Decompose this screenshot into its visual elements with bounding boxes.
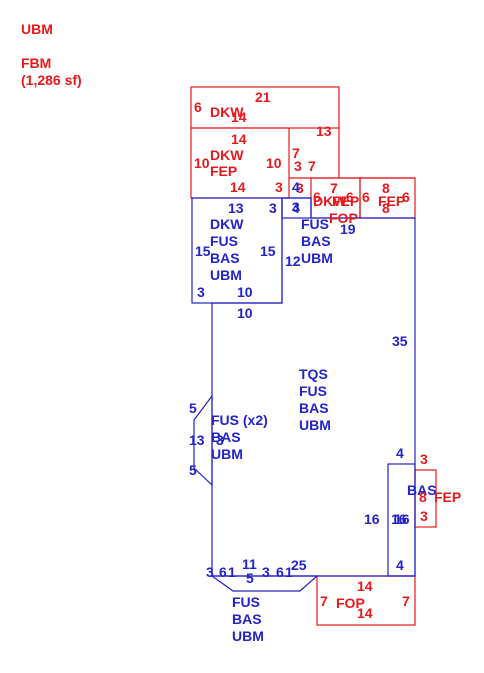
- dim-label: 3: [275, 179, 283, 195]
- dim-label: 14: [231, 109, 247, 125]
- label-bay-3: UBM: [211, 446, 243, 462]
- dim-label: 10: [266, 155, 282, 171]
- label-bas-right: BAS: [407, 482, 437, 498]
- dim-label: 12: [285, 253, 301, 269]
- area-bottom-bay: [210, 575, 319, 592]
- label-bottom-1: FUS: [232, 594, 260, 610]
- label-dkw-small: DKW: [313, 193, 347, 209]
- legend-fbm: FBM: [21, 55, 51, 71]
- dim-label: 3: [269, 200, 277, 216]
- label-dkw-top: DKW: [210, 104, 244, 120]
- dim-label: 5: [189, 400, 197, 416]
- dim-label: 3: [292, 199, 300, 215]
- dim-label: 16: [391, 511, 407, 527]
- dim-label: 14: [357, 605, 373, 621]
- label-fop-bottom: FOP: [336, 595, 365, 611]
- dim-label: 7: [402, 593, 410, 609]
- dim-label: 14: [230, 179, 246, 195]
- label-dkw-fus-3: BAS: [210, 250, 240, 266]
- label-top-fus-2: BAS: [301, 233, 331, 249]
- label-fep-right: FEP: [378, 193, 405, 209]
- label-fep-side: FEP: [434, 489, 461, 505]
- dim-label: 10: [237, 305, 253, 321]
- label-main-4: UBM: [299, 417, 331, 433]
- dim-label: 8: [382, 200, 390, 216]
- dim-label: 7: [308, 158, 316, 174]
- dim-label: 4: [292, 179, 300, 195]
- dim-label: 4: [396, 557, 404, 573]
- dim-label: 13: [316, 123, 332, 139]
- dim-label: 13: [228, 200, 244, 216]
- dim-label: 3: [420, 451, 428, 467]
- dim-label: 13: [189, 432, 205, 448]
- label-bay-2: BAS: [211, 429, 241, 445]
- label-bottom-2: BAS: [232, 611, 262, 627]
- dim-label: 14: [231, 131, 247, 147]
- dim-label: 14: [357, 578, 373, 594]
- label-dkw-fep-1: DKW: [210, 147, 244, 163]
- dim-label: 1: [285, 564, 293, 580]
- label-top-fus-3: UBM: [301, 250, 333, 266]
- dim-label: 15: [195, 243, 211, 259]
- dim-label: 3: [420, 508, 428, 524]
- dim-label: 8: [419, 489, 427, 505]
- label-bay-1: FUS (x2): [211, 412, 268, 428]
- label-dkw-fus-4: UBM: [210, 267, 242, 283]
- dim-label: 16: [394, 511, 410, 527]
- label-fep-small: FEP: [332, 193, 359, 209]
- area-bas-right: [387, 463, 416, 577]
- dim-label: 6: [194, 99, 202, 115]
- dim-label: 16: [364, 511, 380, 527]
- dim-label: 21: [255, 89, 271, 105]
- dim-label: 6: [402, 189, 410, 205]
- dim-label: 4: [292, 200, 300, 216]
- dim-label: 8: [382, 180, 390, 196]
- dim-label: 6: [313, 189, 321, 205]
- dim-label: 10: [237, 284, 253, 300]
- label-fop-small: FOP: [329, 210, 358, 226]
- label-main-1: TQS: [299, 366, 328, 382]
- dim-label: 6: [219, 564, 227, 580]
- label-dkw-fus-2: FUS: [210, 233, 238, 249]
- label-dkw-fep-2: FEP: [210, 163, 237, 179]
- dim-label: 3: [206, 564, 214, 580]
- dim-label: 3: [294, 158, 302, 174]
- dim-label: 3: [262, 564, 270, 580]
- label-main-3: BAS: [299, 400, 329, 416]
- dim-label: 11: [242, 556, 257, 572]
- dim-label: 7: [330, 180, 338, 196]
- dim-label: 7: [292, 145, 300, 161]
- dim-label: 19: [340, 221, 356, 237]
- dim-label: 5: [189, 462, 197, 478]
- dim-label: 6: [362, 189, 370, 205]
- dim-label: 35: [392, 333, 408, 349]
- dim-label: 3: [216, 432, 224, 448]
- label-main-2: FUS: [299, 383, 327, 399]
- legend-ubm: UBM: [21, 21, 53, 37]
- label-top-fus-1: FUS: [301, 216, 329, 232]
- dim-label: 1: [228, 564, 236, 580]
- dim-label: 10: [194, 155, 210, 171]
- label-bottom-3: UBM: [232, 628, 264, 644]
- dim-label: 7: [320, 593, 328, 609]
- dim-label: 3: [296, 180, 304, 196]
- dim-label: 4: [396, 445, 404, 461]
- dim-label: 6: [276, 564, 284, 580]
- dim-label: 15: [260, 243, 276, 259]
- dim-label: 6: [346, 189, 354, 205]
- area-bay-window: [193, 394, 213, 487]
- dim-label: 25: [291, 557, 307, 573]
- dim-label: 5: [246, 570, 254, 586]
- legend-fbm-area: (1,286 sf): [21, 72, 82, 88]
- label-dkw-fus-1: DKW: [210, 216, 244, 232]
- dim-label: 3: [197, 284, 205, 300]
